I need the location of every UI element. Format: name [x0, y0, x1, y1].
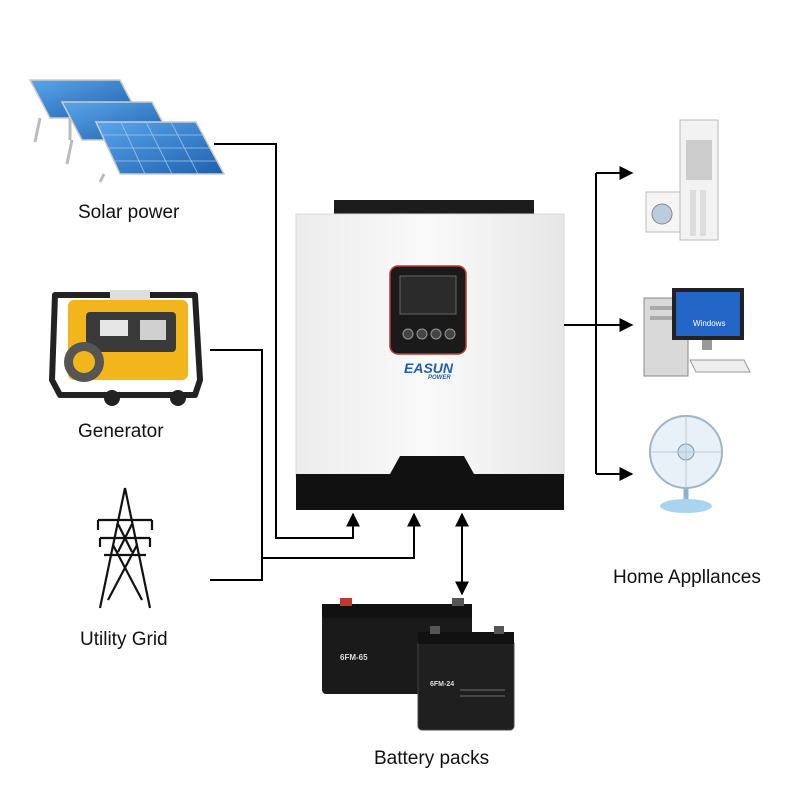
connection-lines — [210, 143, 634, 596]
generator-label: Generator — [78, 421, 164, 442]
air-conditioner-icon — [679, 119, 719, 241]
inverter-brand-sub: POWER — [428, 375, 451, 381]
home-appliances-label: Home Appllances — [613, 567, 761, 588]
solar-panel-icon — [28, 79, 226, 183]
inverter-icon: EASUN POWER — [295, 200, 565, 510]
inverter-brand: EASUN — [404, 360, 454, 376]
electric-fan-icon — [649, 415, 723, 513]
pc-screen-text: Windows — [693, 319, 725, 328]
utility-connection — [210, 556, 263, 581]
computer-icon: Windows — [643, 288, 751, 377]
battery-model-large: 6FM-65 — [340, 653, 368, 662]
solar-connection — [214, 143, 360, 539]
utility-tower-icon — [96, 487, 154, 609]
washing-machine-icon — [645, 191, 681, 233]
battery-packs-icon: 6FM-65 6FM-24 — [322, 598, 515, 731]
solar-power-label: Solar power — [78, 202, 180, 223]
generator-icon — [49, 290, 203, 406]
battery-packs-label: Battery packs — [374, 748, 490, 769]
utility-grid-label: Utility Grid — [80, 629, 168, 650]
battery-model-small: 6FM-24 — [430, 681, 454, 688]
